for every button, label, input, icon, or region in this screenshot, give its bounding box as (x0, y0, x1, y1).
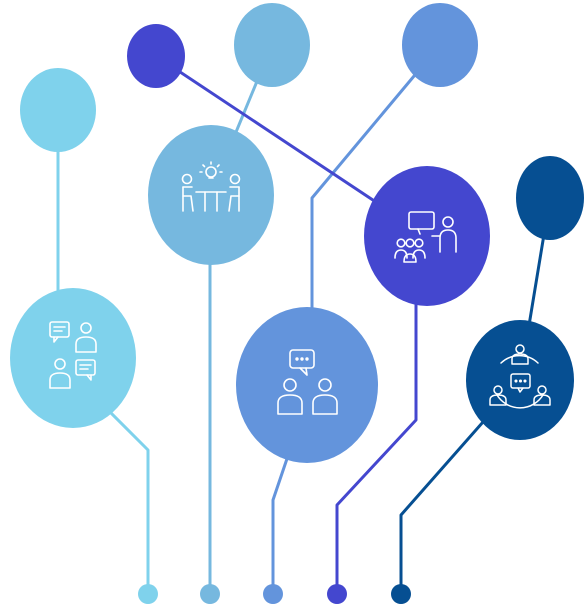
navy-end-dot (391, 584, 411, 604)
cyan-end-dot (138, 584, 158, 604)
presentation-icon (394, 211, 457, 263)
indigo-top-marker (127, 24, 185, 88)
indigo-end-dot (327, 584, 347, 604)
chat-people-icon (49, 321, 97, 389)
conversation-icon (277, 349, 338, 415)
navy-connector-line (399, 196, 552, 596)
cornflower-top-marker (402, 3, 478, 87)
idea-meeting-icon (181, 161, 241, 212)
node-presentation (364, 166, 490, 306)
node-chat-between-people (10, 288, 136, 428)
skyblue-top-marker (234, 3, 310, 87)
cornflower-end-dot (263, 584, 283, 604)
node-community-network (466, 320, 574, 440)
node-peer-conversation (236, 307, 378, 463)
skyblue-end-dot (200, 584, 220, 604)
cyan-top-marker (20, 68, 96, 152)
community-icon (489, 344, 551, 409)
node-brainstorm-meeting (148, 125, 274, 265)
navy-top-marker (516, 156, 584, 240)
